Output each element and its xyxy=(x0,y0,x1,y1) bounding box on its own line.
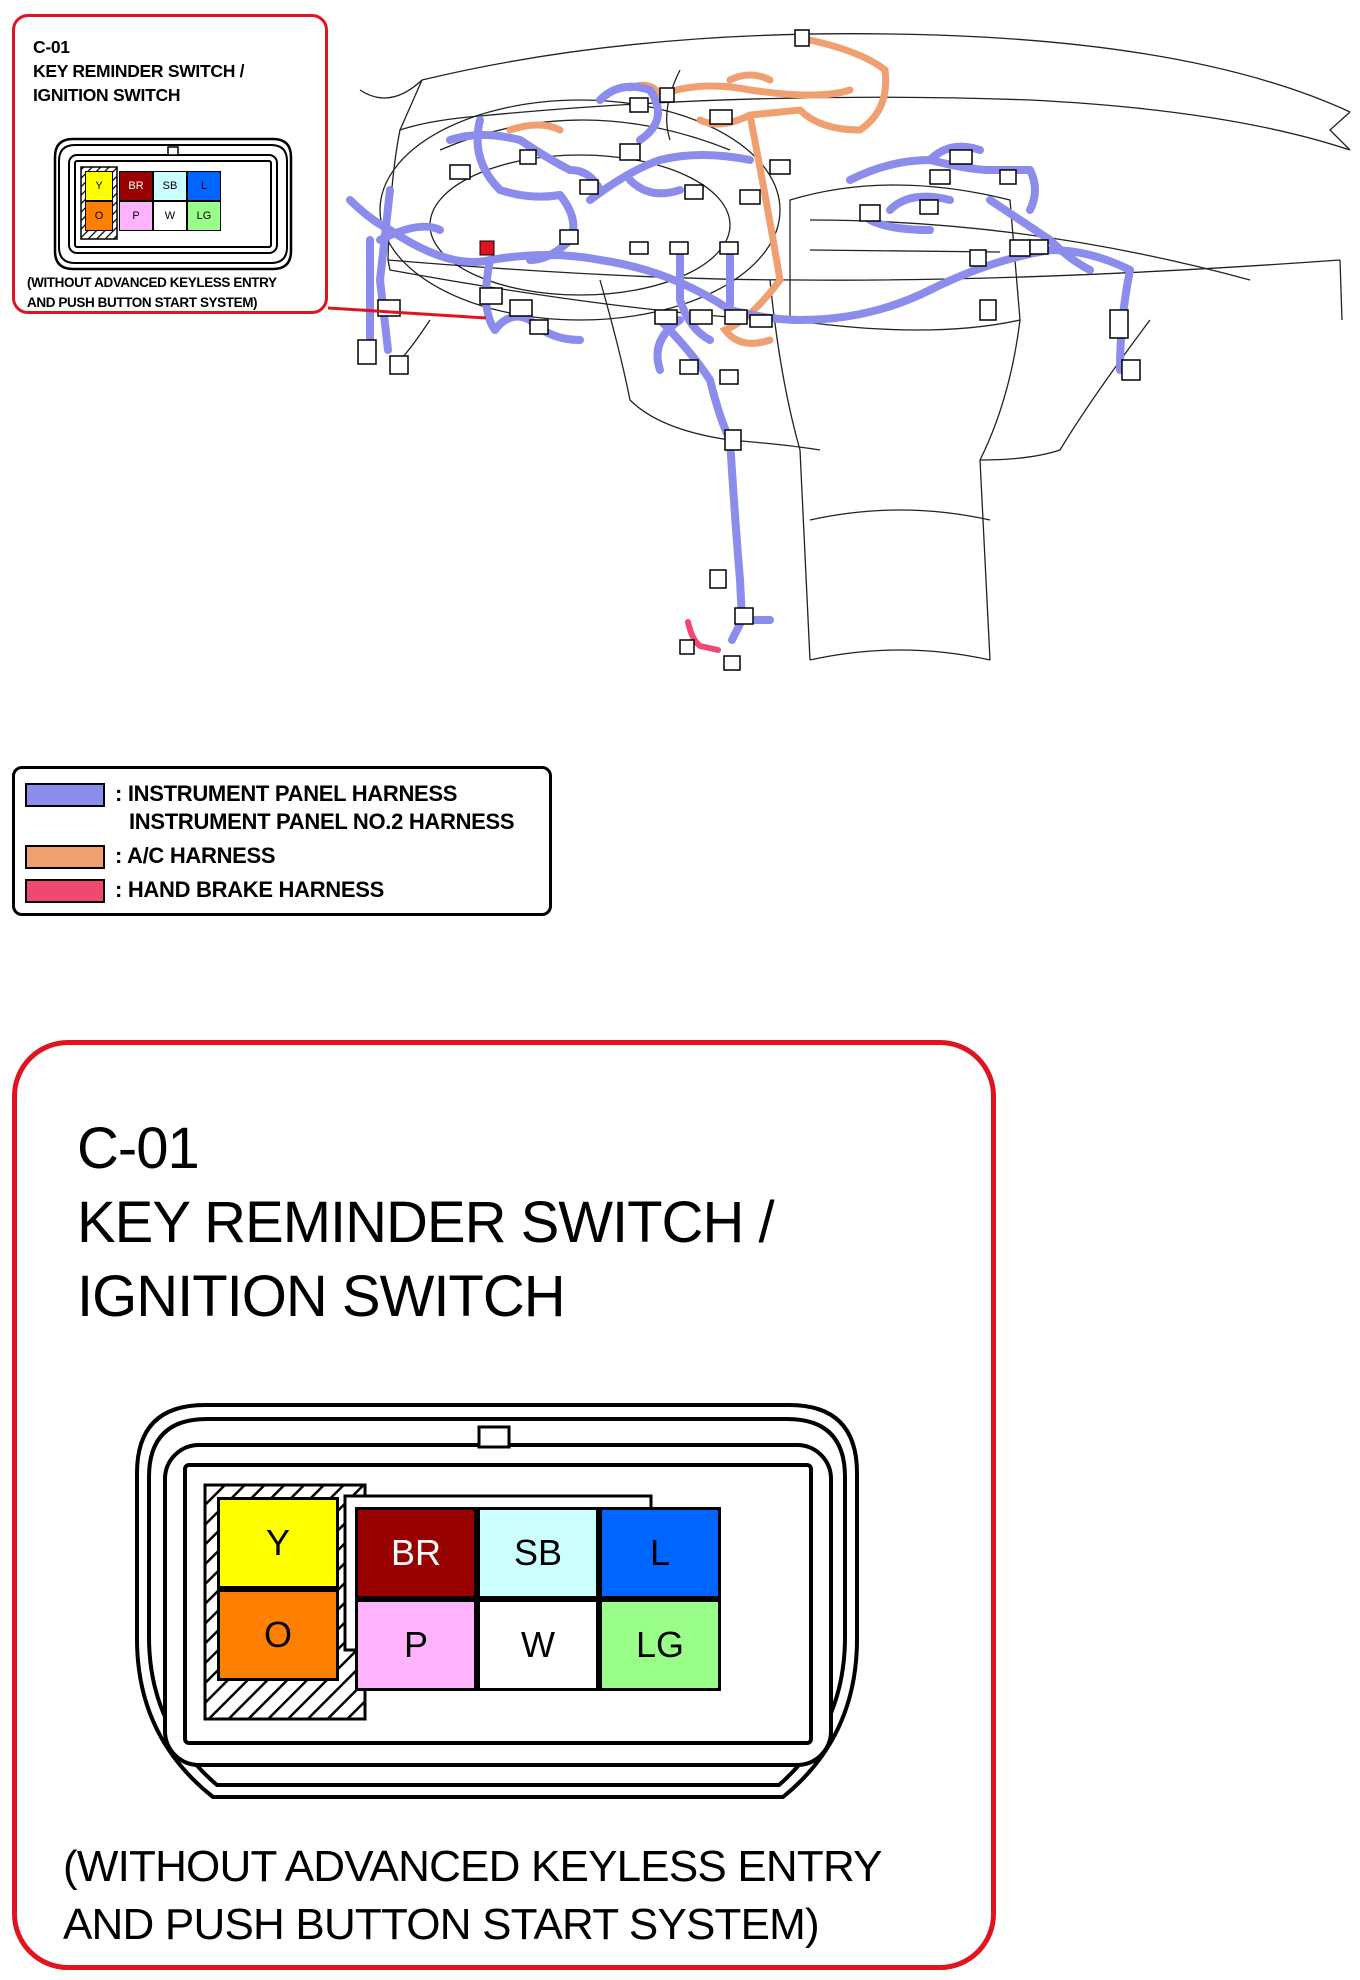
callout-small-name-line2: IGNITION SWITCH xyxy=(33,85,181,105)
callout-small-code: C-01 xyxy=(33,37,70,57)
legend-label-hand-brake: : HAND BRAKE HARNESS xyxy=(115,877,385,902)
instrument-panel-wiring-diagram xyxy=(346,29,1351,671)
pin-sb-large: SB xyxy=(477,1507,599,1599)
pin-o-small: O xyxy=(85,201,113,231)
pin-p-large: P xyxy=(355,1599,477,1691)
pin-o-large: O xyxy=(217,1589,339,1681)
pin-br-small: BR xyxy=(119,171,153,201)
connector-callout-small: C-01 KEY REMINDER SWITCH / IGNITION SWIT… xyxy=(12,14,328,314)
callout-large-code: C-01 xyxy=(77,1116,200,1181)
c01-location-marker xyxy=(479,240,495,256)
legend-swatch-ac xyxy=(25,845,105,869)
callout-leader-line xyxy=(327,306,487,320)
pin-l-large: L xyxy=(599,1507,721,1599)
callout-large-name-line2: IGNITION SWITCH xyxy=(77,1264,566,1329)
callout-small-note-line2: AND PUSH BUTTON START SYSTEM) xyxy=(27,295,258,310)
callout-small-note-line1: (WITHOUT ADVANCED KEYLESS ENTRY xyxy=(27,275,277,290)
legend-swatch-instrument-panel xyxy=(25,783,105,807)
pin-lg-small: LG xyxy=(187,201,221,231)
callout-large-note-line1: (WITHOUT ADVANCED KEYLESS ENTRY xyxy=(63,1842,883,1891)
pin-y-small: Y xyxy=(85,171,113,201)
callout-large-name-line1: KEY REMINDER SWITCH / xyxy=(77,1190,775,1255)
callout-large-note-line2: AND PUSH BUTTON START SYSTEM) xyxy=(63,1900,820,1949)
legend-label-ac: : A/C HARNESS xyxy=(115,843,276,868)
pin-sb-small: SB xyxy=(153,171,187,201)
pin-p-small: P xyxy=(119,201,153,231)
pin-w-large: W xyxy=(477,1599,599,1691)
legend-label-instrument-panel: : INSTRUMENT PANEL HARNESS xyxy=(115,781,458,806)
legend-swatch-hand-brake xyxy=(25,879,105,903)
pin-l-small: L xyxy=(187,171,221,201)
hand-brake-harness-routing xyxy=(685,619,721,653)
pin-lg-large: LG xyxy=(599,1599,721,1691)
legend-label-instrument-panel-no2: INSTRUMENT PANEL NO.2 HARNESS xyxy=(129,809,515,834)
pin-br-large: BR xyxy=(355,1507,477,1599)
harness-connectors xyxy=(357,29,1141,671)
pin-y-large: Y xyxy=(217,1497,339,1589)
connector-callout-large: C-01 KEY REMINDER SWITCH / IGNITION SWIT… xyxy=(12,1040,996,1970)
harness-legend: : INSTRUMENT PANEL HARNESS INSTRUMENT PA… xyxy=(12,766,552,916)
callout-small-name-line1: KEY REMINDER SWITCH / xyxy=(33,61,245,81)
pin-w-small: W xyxy=(153,201,187,231)
